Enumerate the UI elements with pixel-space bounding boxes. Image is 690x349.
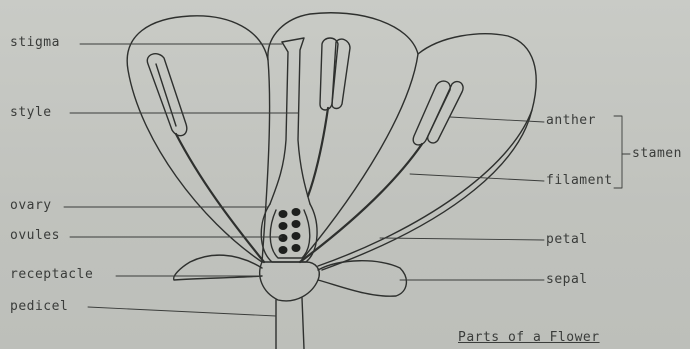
middle-petal — [268, 13, 418, 262]
label-stigma: stigma — [10, 36, 60, 50]
right-petal — [318, 34, 536, 266]
label-filament: filament — [546, 174, 613, 188]
label-receptacle: receptacle — [10, 268, 93, 282]
pistil — [261, 38, 317, 262]
label-pedicel: pedicel — [10, 300, 68, 314]
label-stamen: stamen — [632, 147, 682, 161]
middle-stamen — [308, 38, 350, 196]
left-petal — [127, 16, 269, 262]
label-sepal: sepal — [546, 273, 588, 287]
pedicel — [276, 298, 304, 349]
receptacle — [260, 262, 320, 301]
left-stamen — [147, 54, 264, 262]
label-ovules: ovules — [10, 229, 60, 243]
label-petal: petal — [546, 233, 588, 247]
label-ovary: ovary — [10, 199, 52, 213]
ovules — [279, 208, 301, 254]
right-stamen — [300, 81, 463, 262]
label-anther: anther — [546, 114, 596, 128]
label-style: style — [10, 106, 52, 120]
diagram-caption: Parts of a Flower — [458, 330, 600, 345]
